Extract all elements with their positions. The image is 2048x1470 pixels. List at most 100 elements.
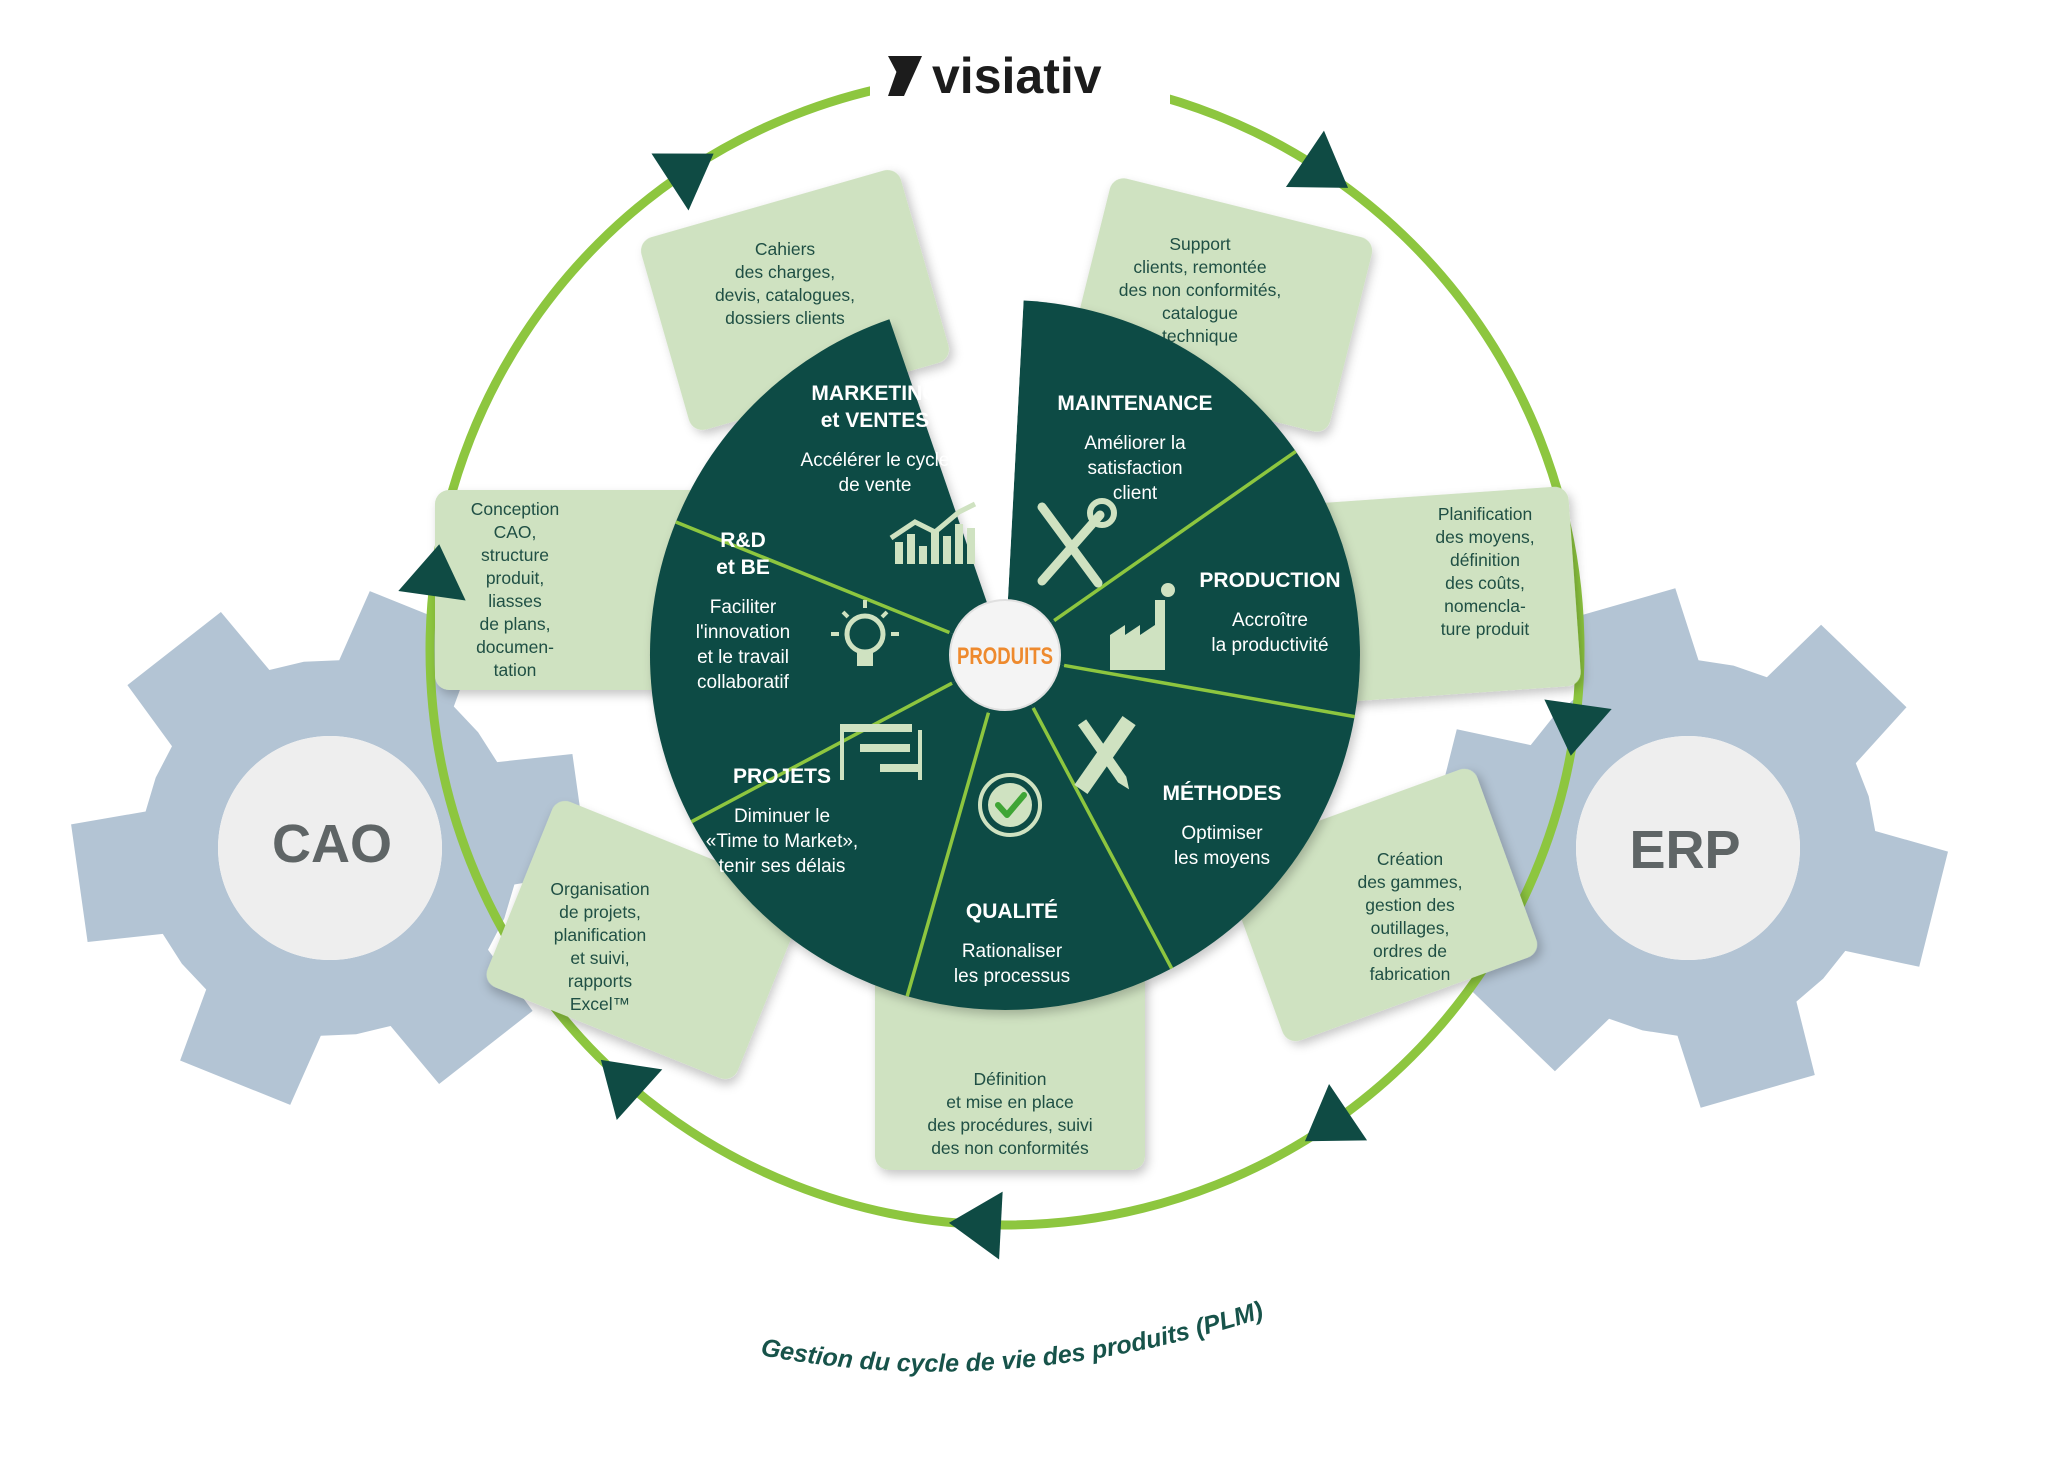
sector-marketing bbox=[675, 319, 1005, 655]
segment-rd-be-title: R&D bbox=[720, 529, 766, 552]
chart-bar bbox=[919, 546, 927, 564]
card-line: des non conformités bbox=[931, 1138, 1089, 1158]
chart-bar bbox=[943, 536, 951, 564]
card-line: et suivi, bbox=[570, 948, 629, 968]
card-line: technique bbox=[1162, 326, 1238, 346]
wrench-screwdriver-icon bbox=[1037, 498, 1117, 588]
segment-qualite-desc: Rationaliser bbox=[962, 941, 1063, 962]
divider-line bbox=[1063, 663, 1355, 719]
card-line: documen- bbox=[476, 637, 554, 657]
card-line: Définition bbox=[974, 1069, 1047, 1089]
divider-gap-line bbox=[975, 300, 1006, 596]
card-qualite bbox=[875, 970, 1145, 1170]
segment-maintenance-desc: satisfaction bbox=[1087, 458, 1182, 479]
card-line: Organisation bbox=[550, 879, 649, 899]
wheel-dividers bbox=[675, 296, 1355, 997]
plm-cycle-label-path: Gestion du cycle de vie des produits (PL… bbox=[759, 1296, 1266, 1378]
card-line: ture produit bbox=[1441, 619, 1530, 639]
segment-marketing-desc: de vente bbox=[839, 475, 912, 496]
chart-bar bbox=[955, 524, 963, 564]
sector-rd-be bbox=[649, 522, 1005, 822]
chart-bar bbox=[931, 530, 939, 564]
segment-marketing-title: MARKETING bbox=[811, 382, 938, 405]
products-wheel bbox=[649, 300, 1360, 1010]
segment-marketing-desc: Accélérer le cycle bbox=[801, 450, 950, 471]
segment-projets-desc: «Time to Market», bbox=[706, 831, 858, 852]
seal-disc bbox=[988, 783, 1032, 827]
pencil-ruler-icon bbox=[1074, 716, 1136, 794]
lightbulb-icon bbox=[831, 600, 899, 666]
segment-rd-be-desc: Faciliter bbox=[710, 597, 777, 618]
segment-marketing-title: et VENTES bbox=[821, 409, 930, 432]
segment-marketing: MARKETING et VENTES Accélérer le cycle de v… bbox=[801, 382, 950, 496]
cycle-arrow bbox=[651, 153, 714, 211]
sector-qualite bbox=[907, 655, 1172, 1010]
card-line: rapports bbox=[568, 971, 632, 991]
card-line: des gammes, bbox=[1357, 872, 1462, 892]
quality-seal-icon bbox=[978, 773, 1042, 837]
card-qualite-bg bbox=[875, 970, 1145, 1170]
segment-maintenance-desc: client bbox=[1113, 483, 1158, 504]
pencil-shape bbox=[1077, 719, 1130, 790]
cycle-arrows bbox=[398, 130, 1612, 1260]
center-label: PRODUITS bbox=[957, 643, 1053, 670]
card-line: des coûts, bbox=[1445, 573, 1525, 593]
segment-qualite-desc: les processus bbox=[954, 966, 1070, 987]
cycle-arrow bbox=[948, 1191, 1003, 1260]
sales-chart-icon bbox=[889, 501, 977, 564]
visiativ-logo-icon bbox=[888, 56, 922, 96]
chart-trend bbox=[889, 501, 977, 541]
card-line: des non conformités, bbox=[1119, 280, 1281, 300]
gantt-bar bbox=[842, 724, 912, 732]
card-line: fabrication bbox=[1370, 964, 1451, 984]
segment-rd-be-desc: collaboratif bbox=[697, 672, 790, 693]
cycle-arrow bbox=[1304, 1083, 1368, 1142]
divider-line bbox=[905, 712, 991, 997]
wrench-head bbox=[1087, 498, 1117, 528]
sector-production bbox=[1005, 451, 1360, 717]
card-line: des procédures, suivi bbox=[927, 1115, 1092, 1135]
cycle-arrow bbox=[1544, 699, 1612, 756]
center-hub bbox=[949, 599, 1061, 711]
card-line: catalogue bbox=[1162, 303, 1238, 323]
cao-gear bbox=[71, 591, 589, 1105]
segment-projets-desc: tenir ses délais bbox=[719, 856, 846, 877]
smoke-shape bbox=[1161, 583, 1175, 597]
gantt-bar bbox=[860, 744, 910, 752]
factory-shape bbox=[1110, 600, 1165, 670]
card-line: dossiers clients bbox=[725, 308, 845, 328]
brand-logo: visiativ bbox=[888, 48, 1102, 104]
segment-icons bbox=[831, 498, 1175, 837]
card-line: Excel™ bbox=[570, 994, 630, 1014]
erp-gear-hub bbox=[1576, 736, 1800, 960]
cycle-arrow bbox=[398, 544, 466, 601]
chart-bar bbox=[907, 534, 915, 564]
segment-methodes-desc: Optimiser bbox=[1181, 823, 1263, 844]
card-line: des moyens, bbox=[1435, 527, 1534, 547]
card-line: Cahiers bbox=[755, 239, 816, 259]
brand-name: visiativ bbox=[932, 48, 1102, 104]
cao-gear-hub bbox=[218, 736, 442, 960]
segment-qualite-title: QUALITÉ bbox=[966, 900, 1058, 923]
segment-production-desc: Accroître bbox=[1232, 610, 1308, 631]
segment-methodes-desc: les moyens bbox=[1174, 848, 1270, 869]
segment-qualite: QUALITÉ Rationaliser les processus bbox=[954, 900, 1070, 987]
card-rd-be-bg bbox=[435, 490, 705, 690]
card-line: des charges, bbox=[735, 262, 835, 282]
erp-label: ERP bbox=[1629, 820, 1740, 880]
card-line: produit, bbox=[486, 568, 544, 588]
chart-bar bbox=[895, 542, 903, 564]
factory-icon bbox=[1110, 583, 1175, 670]
segment-maintenance-title: MAINTENANCE bbox=[1057, 392, 1212, 415]
card-production bbox=[1299, 486, 1581, 704]
cao-label: CAO bbox=[272, 814, 392, 874]
